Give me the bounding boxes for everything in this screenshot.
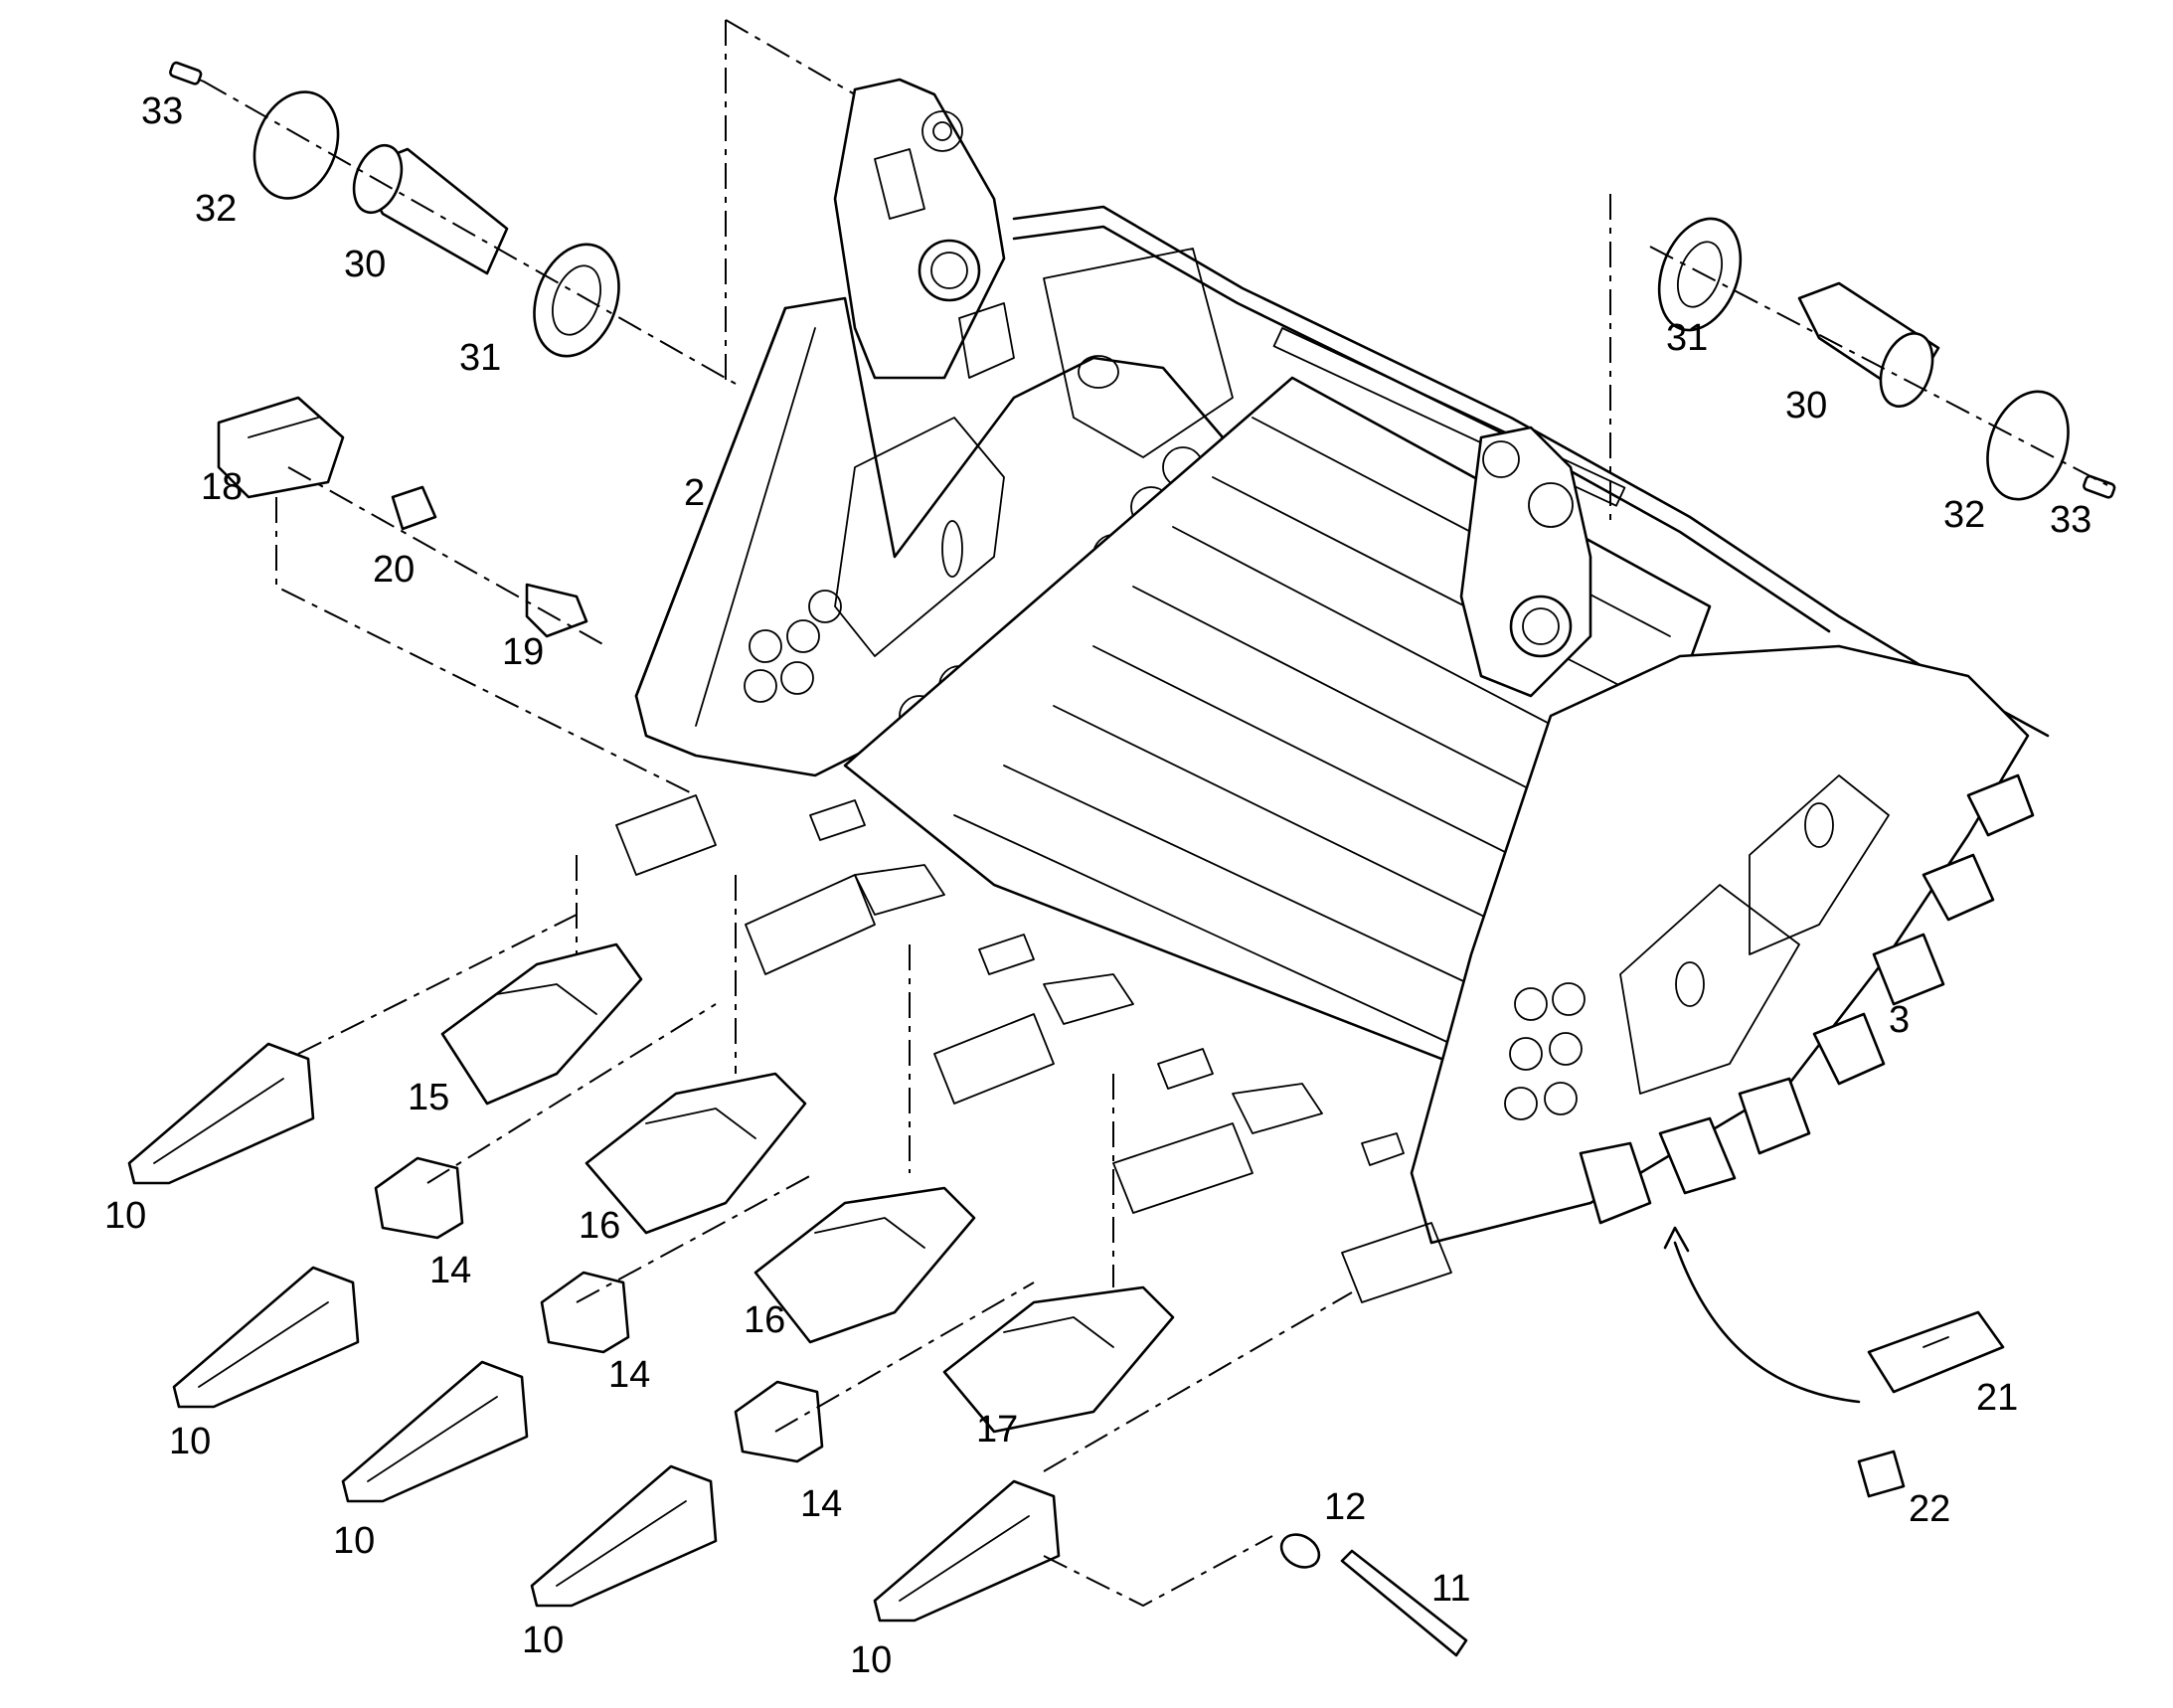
retainer-12 (1279, 1533, 1321, 1569)
teeth (127, 1042, 1061, 1623)
label-32-right: 32 (1943, 494, 1985, 536)
label-22: 22 (1909, 1488, 1950, 1530)
bucket-body (615, 78, 2050, 1303)
part-labels: 33 32 30 31 18 20 19 2 31 30 32 33 3 15 … (104, 90, 2091, 1681)
label-20: 20 (373, 549, 415, 591)
label-10b: 10 (169, 1421, 211, 1462)
left-pin-kit (169, 61, 737, 385)
label-33-left: 33 (141, 90, 183, 132)
collar-31-left (533, 243, 620, 358)
assembly-lines (297, 19, 1353, 1472)
label-17: 17 (976, 1409, 1018, 1451)
label-31-left: 31 (459, 337, 501, 379)
label-14b: 14 (608, 1354, 650, 1396)
label-33-right: 33 (2050, 499, 2091, 541)
label-19: 19 (502, 631, 544, 673)
label-32-left: 32 (195, 188, 237, 230)
cap-14b (540, 1271, 630, 1354)
shroud-18 (217, 396, 345, 499)
tooth-10d (530, 1464, 718, 1608)
shroud-17 (942, 1285, 1175, 1434)
label-30-left: 30 (344, 244, 386, 285)
capscrew-33-right (2083, 474, 2116, 499)
pin-11 (1340, 1549, 1468, 1657)
tooth-10c (341, 1360, 529, 1503)
label-3: 3 (1889, 999, 1910, 1041)
label-10e: 10 (850, 1639, 892, 1681)
retainer-plate-32-right (1986, 390, 2070, 501)
label-11: 11 (1431, 1568, 1470, 1610)
label-14c: 14 (800, 1483, 842, 1525)
label-16b: 16 (744, 1299, 785, 1341)
pin-parts (1043, 1533, 1468, 1657)
label-30-right: 30 (1785, 385, 1827, 427)
label-12: 12 (1324, 1486, 1366, 1528)
wear-block-22 (1857, 1450, 1906, 1498)
right-pin-kit (1609, 194, 2116, 527)
lock-parts (217, 396, 697, 796)
capscrew-33-left (169, 61, 203, 85)
shroud-16a (585, 1072, 807, 1235)
tooth-10e (873, 1479, 1061, 1623)
label-14a: 14 (429, 1250, 471, 1291)
label-2: 2 (684, 472, 705, 514)
wear-parts (1663, 1226, 2005, 1498)
label-18: 18 (201, 466, 243, 508)
lock-19 (525, 583, 588, 638)
wear-caps (374, 1156, 824, 1463)
tooth-10a (127, 1042, 315, 1185)
wear-plate-21 (1867, 1310, 2005, 1394)
label-16a: 16 (579, 1205, 620, 1247)
shroud-15 (440, 942, 643, 1106)
retainer-plate-32-left (252, 90, 340, 200)
label-15: 15 (408, 1077, 449, 1118)
cap-14a (374, 1156, 464, 1240)
label-10a: 10 (104, 1195, 146, 1237)
shrouds (440, 942, 1175, 1434)
collar-31-right (1657, 217, 1743, 332)
label-10c: 10 (333, 1520, 375, 1562)
label-10d: 10 (522, 1620, 564, 1661)
tooth-10b (172, 1266, 360, 1409)
callout-arrow (1673, 1241, 1861, 1404)
wedge-20 (391, 485, 437, 531)
shroud-16b (753, 1186, 976, 1344)
cap-14c (734, 1380, 824, 1463)
label-21: 21 (1976, 1377, 2018, 1419)
label-31-right: 31 (1666, 317, 1708, 359)
